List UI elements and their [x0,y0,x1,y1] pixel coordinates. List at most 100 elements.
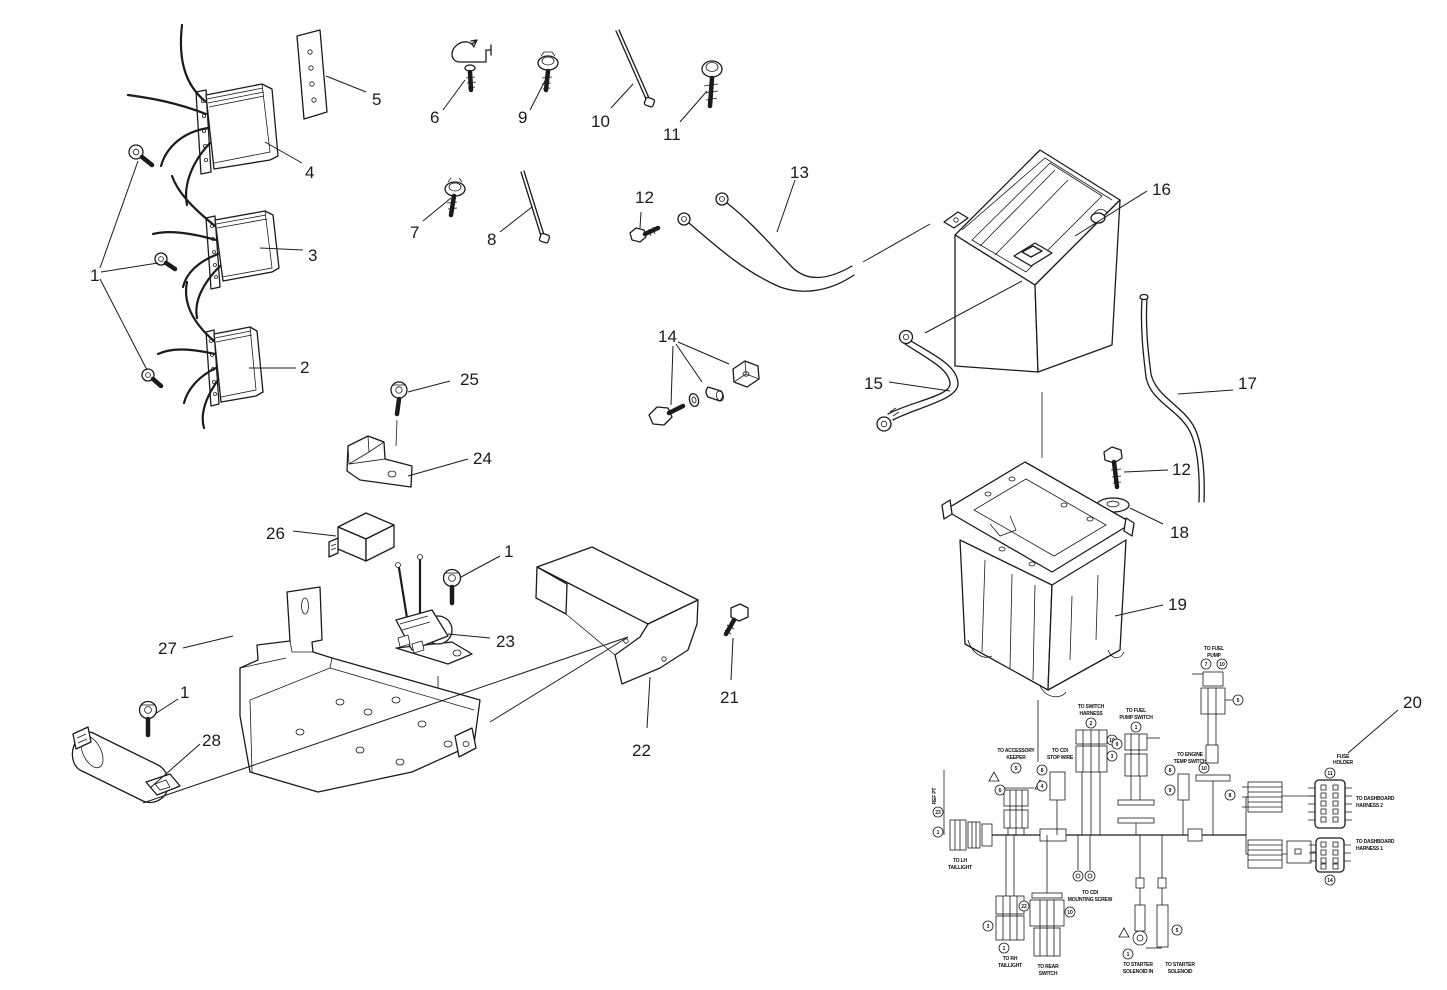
callout-4: 4 [305,163,314,182]
svg-text:TO STARTER: TO STARTER [1165,962,1195,968]
screw-set-1-left [128,144,178,389]
harness-dashboard: 11 TO DASHBOARD HARNESS 2 TO DASHBOAR [1242,754,1395,886]
callout-15: 15 [864,374,883,393]
svg-text:5: 5 [1237,698,1240,704]
regulator-2 [156,280,264,430]
solenoid-23 [395,554,473,665]
leader-3 [259,247,304,251]
callout-1-bottom: 1 [180,683,189,702]
callout-26: 26 [266,524,285,543]
callout-17: 17 [1238,374,1257,393]
svg-text:4: 4 [1041,784,1044,790]
svg-text:8: 8 [1229,793,1232,799]
callout-18: 18 [1170,523,1189,542]
svg-text:TO SWITCH: TO SWITCH [1078,704,1105,710]
leader-lines-14 [670,341,730,406]
callout-10: 10 [591,112,610,131]
leader-1-bottom [154,698,179,715]
leader-19 [1114,604,1164,617]
harness-cdi-mounting: TO CDI MOUNTING SCREW [1068,835,1113,903]
leader-26 [292,530,337,537]
svg-text:TO FUEL: TO FUEL [1204,646,1224,652]
svg-text:1: 1 [937,830,940,836]
callout-20: 20 [1403,693,1422,712]
svg-text:TO STARTER: TO STARTER [1123,962,1153,968]
mounting-plate-27 [239,586,481,793]
screw-7 [444,177,466,218]
svg-text:8: 8 [1169,768,1172,774]
callout-25: 25 [460,370,479,389]
harness-fuel-pump-switch: TO FUEL PUMP SWITCH 1 9 [1111,708,1160,835]
callout-5: 5 [372,90,381,109]
svg-text:TO ACCESSORY: TO ACCESSORY [997,748,1035,754]
svg-text:2: 2 [1090,721,1093,727]
svg-text:PUMP: PUMP [1207,653,1222,659]
svg-text:FUSE: FUSE [1337,754,1350,760]
battery-strap-13 [677,192,855,292]
svg-text:10: 10 [1109,738,1115,744]
leader-10 [610,83,634,109]
svg-text:6: 6 [999,788,1002,794]
cable-tie-10 [615,29,656,108]
vent-tube-17 [1139,293,1205,503]
callout-11: 11 [663,125,681,144]
svg-text:HARNESS: HARNESS [1079,711,1103,717]
callout-3: 3 [308,246,317,265]
svg-text:9: 9 [1169,788,1172,794]
battery-box-19 [941,461,1135,698]
callout-1-left: 1 [90,266,99,285]
leader-5 [325,75,367,93]
bracket-24 [346,435,413,488]
leader-12-left [639,211,642,229]
screw-25 [390,381,408,447]
callout-12-right: 12 [1172,460,1191,479]
callout-14: 14 [658,327,677,346]
svg-text:3: 3 [1111,754,1114,760]
leader-11 [679,90,708,123]
svg-text:TO ENGINE: TO ENGINE [1177,752,1203,758]
cable-tie-8 [520,170,551,244]
leader-4 [264,141,303,164]
bolt-12-right [1103,446,1123,490]
screw-11 [701,60,723,109]
svg-text:10: 10 [1067,910,1073,916]
callout-9: 9 [518,108,527,127]
svg-text:STOP WIRE: STOP WIRE [1047,755,1074,761]
svg-text:TEMP SWITCH: TEMP SWITCH [1174,759,1207,765]
leader-aux-cover [489,636,629,723]
leader-lines-1-left [99,160,159,371]
svg-text:SOLENOID: SOLENOID [1168,969,1193,975]
leader-aux-battery-left [862,223,931,263]
svg-text:PUMP SWITCH: PUMP SWITCH [1119,715,1153,721]
svg-text:3: 3 [987,924,990,930]
svg-text:HARNESS 1: HARNESS 1 [1356,846,1383,852]
svg-text:SOLENOID IN: SOLENOID IN [1123,969,1154,975]
callout-28: 28 [202,731,221,750]
svg-text:10: 10 [1219,662,1225,668]
leader-6 [442,79,466,111]
svg-text:KEEPER: KEEPER [1006,755,1026,761]
leader-8 [499,206,533,233]
screw-1-bottom [138,700,158,738]
svg-text:9: 9 [1116,742,1119,748]
bolt-12-left [629,225,661,243]
leader-16 [1074,190,1148,237]
svg-text:23: 23 [935,810,941,816]
svg-text:10: 10 [1201,766,1207,772]
callout-27: 27 [158,639,177,658]
leader-28 [149,743,201,789]
leader-27 [182,635,234,649]
svg-text:TO CDI: TO CDI [1082,890,1098,896]
regulator-3 [151,174,280,320]
harness-starter-solenoid: 1 5 TO STARTER SOLENOID IN TO STARTER SO… [1118,835,1196,975]
leader-aux-battery-face [924,280,1023,334]
callout-7: 7 [410,223,419,242]
svg-text:1: 1 [1127,952,1130,958]
svg-text:TO FUEL: TO FUEL [1126,708,1146,714]
svg-text:TO DASHBOARD: TO DASHBOARD [1356,796,1395,802]
svg-text:TAILLIGHT: TAILLIGHT [948,865,972,871]
harness-accessory: TO ACCESSORY KEEPER 5 6 [988,748,1046,835]
callout-13: 13 [790,163,809,182]
battery-16 [943,149,1121,373]
